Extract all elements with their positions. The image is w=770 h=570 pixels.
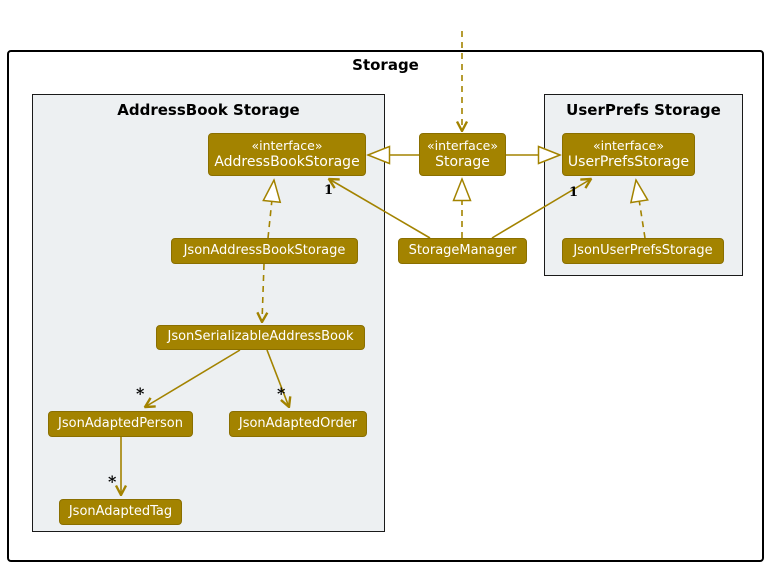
interface-addressbookstorage: «interface» AddressBookStorage <box>208 133 366 176</box>
edge-jsonuserprefsstorage-implements-userprefsstorage <box>636 180 645 239</box>
edge-jsonserializableaddressbook-to-jsonadaptedorder <box>266 349 289 407</box>
class-jsonadaptedtag-name: JsonAdaptedTag <box>68 503 173 519</box>
edge-storagemanager-to-addressbookstorage <box>329 179 431 239</box>
multiplicity-storagemanager-userprefsstorage: 1 <box>569 185 579 200</box>
class-jsonadaptedtag: JsonAdaptedTag <box>59 499 182 525</box>
multiplicity-serializable-person: * <box>136 384 145 403</box>
interface-userprefsstorage: «interface» UserPrefsStorage <box>562 133 695 176</box>
multiplicity-person-tag: * <box>108 472 117 491</box>
multiplicity-serializable-order: * <box>277 384 286 403</box>
package-userprefs-storage-title: UserPrefs Storage <box>566 101 721 119</box>
package-addressbook-storage-title: AddressBook Storage <box>117 101 300 119</box>
class-jsonadaptedperson: JsonAdaptedPerson <box>48 411 193 437</box>
class-jsonaddressbookstorage: JsonAddressBookStorage <box>171 238 358 264</box>
class-jsonuserprefsstorage-name: JsonUserPrefsStorage <box>573 242 713 258</box>
class-jsonuserprefsstorage: JsonUserPrefsStorage <box>562 238 724 264</box>
interface-userprefsstorage-stereotype: «interface» <box>592 137 665 153</box>
edge-jsonaddressbookstorage-to-jsonserializableaddressbook <box>262 263 264 322</box>
class-jsonadaptedorder-name: JsonAdaptedOrder <box>238 415 358 431</box>
class-jsonserializableaddressbook-name: JsonSerializableAddressBook <box>167 329 354 345</box>
interface-addressbookstorage-stereotype: «interface» <box>251 137 323 153</box>
edge-storagemanager-to-userprefsstorage <box>491 179 591 239</box>
frame-title: Storage <box>352 56 419 74</box>
interface-addressbookstorage-name: AddressBookStorage <box>214 153 360 170</box>
class-storagemanager-name: StorageManager <box>408 242 517 258</box>
class-jsonadaptedorder: JsonAdaptedOrder <box>229 411 367 437</box>
class-jsonaddressbookstorage-name: JsonAddressBookStorage <box>183 242 346 258</box>
edge-jsonaddressbookstorage-implements-addressbookstorage <box>268 180 274 239</box>
class-storagemanager: StorageManager <box>398 238 527 264</box>
interface-storage: «interface» Storage <box>419 133 506 176</box>
interface-userprefsstorage-name: UserPrefsStorage <box>567 153 690 170</box>
class-jsonadaptedperson-name: JsonAdaptedPerson <box>58 415 183 431</box>
multiplicity-storagemanager-addressbookstorage: 1 <box>324 183 334 198</box>
class-jsonserializableaddressbook: JsonSerializableAddressBook <box>156 325 365 350</box>
interface-storage-name: Storage <box>435 153 490 170</box>
interface-storage-stereotype: «interface» <box>426 137 499 153</box>
edge-jsonserializableaddressbook-to-jsonadaptedperson <box>145 349 241 407</box>
